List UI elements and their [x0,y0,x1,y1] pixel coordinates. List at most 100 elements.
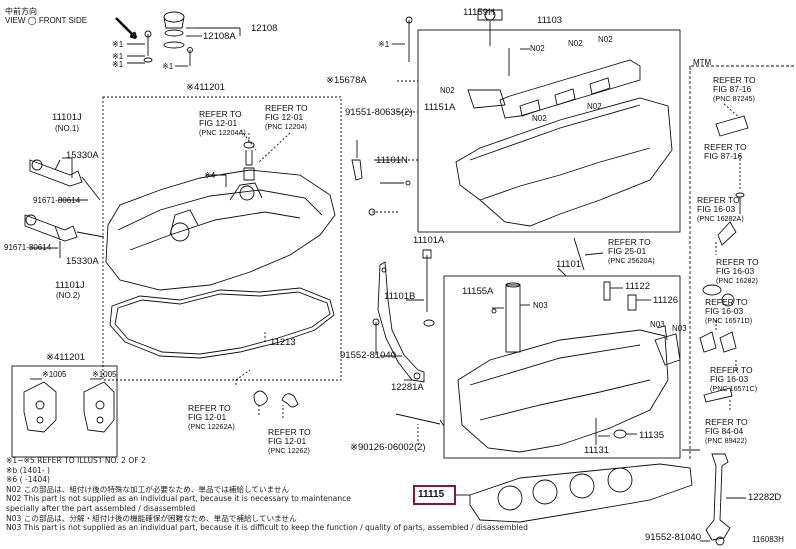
part-11101N[interactable]: 11101N [376,155,408,166]
part-11201-lower[interactable]: ※411201 [46,352,85,363]
refer-to-line: FIG 12-01 [199,118,238,128]
refer-to-pnc: (PNC 16282A) [697,214,744,223]
front-view-note-line1: 中前方向 [5,7,37,16]
note-mark-1e: ※1 [378,40,390,49]
refer-to-line: REFER TO [188,403,231,413]
part-12108[interactable]: 12108 [251,23,278,34]
part-11103[interactable]: 11103 [537,15,563,26]
note-mark-1d: ※1 [162,62,174,71]
part-11201[interactable]: ※411201 [186,82,225,93]
mtm-label: MTM [693,58,712,67]
refer-to-line: FIG 84-04 [705,426,744,436]
part-11151A[interactable]: 11151A [424,102,456,113]
n02-f: N02 [587,102,602,111]
refer-to-pnc: (PNC 16282) [716,276,758,285]
n02-c: N02 [598,35,613,44]
note-mark-4: ※4 [204,171,216,180]
note-line: specially after the part assembled / dis… [6,503,196,513]
n03-a: N03 [533,301,548,310]
refer-to-line: REFER TO [608,237,651,247]
note-line: N03 この部品は、分解・組付け後の機能確保が困難なため、単品で補給していません [6,513,297,523]
part-11135[interactable]: 11135 [639,430,665,441]
part-91551[interactable]: 91551-80635(2) [345,107,413,118]
part-11213[interactable]: 11213 [270,337,296,348]
refer-to-line: FIG 25-01 [608,246,647,256]
part-11159H[interactable]: 11159H [463,7,495,18]
refer-to-line: FIG 16-03 [705,306,744,316]
part-15330A-1[interactable]: 15330A [66,150,99,161]
highlight-box [413,485,456,505]
part-15678A[interactable]: ※15678A [326,75,367,86]
refer-to-line: FIG 16-03 [710,374,749,384]
refer-to-line: REFER TO [265,103,308,113]
note-mark-1c: ※1 [112,60,124,69]
part-11101J-no2[interactable]: 11101J [55,280,85,291]
n02-d: N02 [440,86,455,95]
part-11115[interactable]: 11115 [418,489,445,500]
refer-to-line: FIG 12-01 [265,112,304,122]
figure-code: 116083H [752,535,784,544]
note-line: N03 This part is not supplied as an indi… [6,523,528,533]
n03-b: N03 [650,320,665,329]
refer-to-line: REFER TO [705,417,748,427]
part-12281A[interactable]: 12281A [391,382,424,393]
refer-to-line: REFER TO [710,365,753,375]
part-91552-a[interactable]: 91552-81040 [340,350,396,361]
note-mark-1b: ※1 [112,52,124,61]
part-90126[interactable]: ※90126-06002(2) [350,442,426,453]
n02-a: N02 [530,44,545,53]
refer-to-line: REFER TO [268,427,311,437]
part-11131[interactable]: 11131 [584,445,610,456]
refer-to-line: REFER TO [704,142,747,152]
note-line: N02 この部品は、組付け後の特殊な加工が必要なため、単品では補給していません [6,484,290,494]
part-11101[interactable]: 11101 [556,259,582,270]
part-11101J-no1[interactable]: 11101J [52,112,82,123]
refer-to-pnc: (PNC 12262) [268,446,310,455]
refer-to-line: REFER TO [199,109,242,119]
front-view-note-line2: VIEW ◯ FRONT SIDE [5,16,88,25]
no2-label: (NO.2) [56,291,80,300]
detail-label-b: ※1005 [92,370,117,379]
note-line: ※1~※5 REFER TO ILLUST NO. 2 OF 2 [6,456,146,465]
notes-section: ※1~※5 REFER TO ILLUST NO. 2 OF 2 ※b (140… [6,456,528,533]
refer-to-pnc: (PNC 16571D) [705,316,753,325]
note-line: N02 This part is not supplied as an indi… [6,494,351,504]
n02-e: N02 [532,114,547,123]
refer-to-pnc: (PNC 25620A) [608,256,655,265]
part-11101B[interactable]: 11101B [384,291,416,302]
part-12282D[interactable]: 12282D [748,492,782,503]
refer-to-line: FIG 87-16 [713,84,752,94]
part-91671-b[interactable]: 91671-80614 [4,243,52,252]
refer-to-pnc: (PNC 12204) [265,122,307,131]
part-11122[interactable]: 11122 [625,281,651,292]
part-11155A[interactable]: 11155A [462,286,494,297]
refer-to-line: REFER TO [713,75,756,85]
part-15330A-2[interactable]: 15330A [66,256,99,267]
part-12108A[interactable]: 12108A [203,31,236,42]
part-91552-b[interactable]: 91552-81040 [645,532,701,543]
refer-to-line: FIG 87-16 [704,151,743,161]
refer-to-pnc: (PNC 12262A) [188,422,235,431]
refer-to-line: REFER TO [705,297,748,307]
refer-to-pnc: (PNC 89422) [705,436,747,445]
note-line: ※b (1401- ) [6,465,51,475]
part-11101A[interactable]: 11101A [413,235,445,246]
refer-to-line: FIG 12-01 [268,436,307,446]
detail-label-a: ※1005 [42,370,67,379]
part-11126[interactable]: 11126 [653,295,679,306]
note-line: ※6 ( -1404) [6,475,51,485]
part-91671-a[interactable]: 91671-80614 [33,196,81,205]
